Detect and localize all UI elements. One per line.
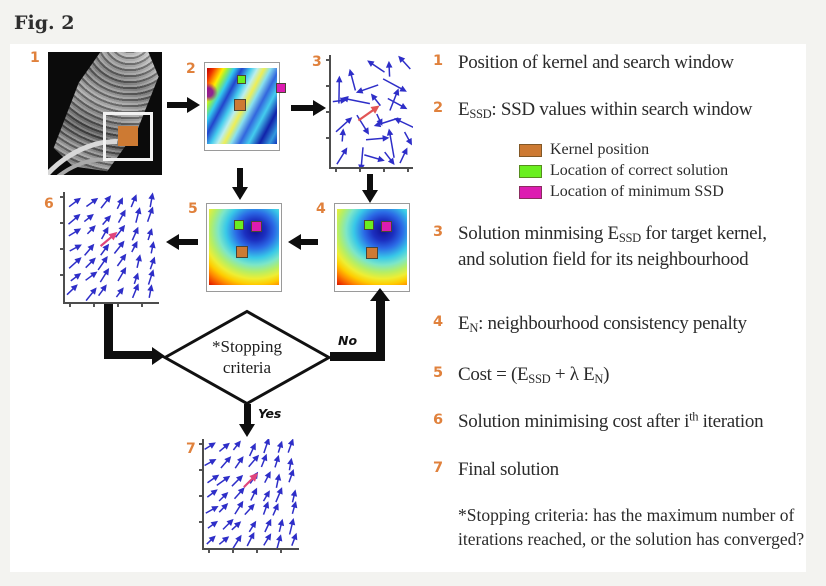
- list-number: 1: [433, 53, 444, 69]
- iteration-solution-panel: [60, 192, 159, 307]
- list-text: Final solution: [458, 459, 559, 480]
- penalty-heatmap-panel: [334, 203, 410, 292]
- list-number: 4: [433, 314, 444, 330]
- panel-4-number: 4: [316, 201, 326, 217]
- legend-item-correct: Location of correct solution: [519, 162, 728, 180]
- yes-branch-label: Yes: [258, 406, 282, 421]
- min-ssd-swatch: [519, 185, 542, 199]
- legend-item-kernel: Kernel position: [519, 141, 649, 159]
- correct-solution-marker: [364, 220, 374, 230]
- list-text: Position of kernel and search window: [458, 52, 734, 73]
- diamond-shape: [161, 309, 333, 406]
- list-text: Cost = (ESSD + λ EN): [458, 364, 610, 386]
- kernel-marker: [234, 99, 246, 111]
- list-number: 3: [433, 224, 444, 240]
- quiver-plot-smooth: [66, 192, 156, 302]
- list-text: Solution minimising cost after ith itera…: [458, 409, 764, 432]
- list-text: Solution minmising ESSD for target kerne…: [458, 223, 767, 270]
- panel-5-number: 5: [188, 201, 198, 217]
- kernel-marker: [118, 126, 138, 146]
- list-item-2: 2 ESSD: SSD values within search window: [433, 97, 753, 123]
- list-item-1: 1 Position of kernel and search window: [433, 50, 734, 76]
- list-text: ESSD: SSD values within search window: [458, 99, 753, 121]
- panel-6-number: 6: [44, 196, 54, 212]
- no-branch-label: No: [338, 333, 358, 348]
- list-text: EN: neighbourhood consistency penalty: [458, 313, 747, 335]
- stopping-criteria-text: *Stopping criteria: [212, 336, 282, 377]
- quiver-plot-chaotic: [332, 55, 413, 167]
- cost-heatmap-panel: [206, 203, 282, 292]
- list-number: 2: [433, 100, 444, 116]
- list-number: 7: [433, 460, 444, 476]
- min-ssd-marker: [276, 83, 286, 93]
- list-item-6: 6 Solution minimising cost after ith ite…: [433, 409, 764, 435]
- panel-3-number: 3: [312, 54, 322, 70]
- panel-7-number: 7: [186, 441, 196, 457]
- panel-1-number: 1: [30, 50, 40, 66]
- min-ssd-marker: [251, 221, 262, 232]
- ultrasound-panel: [48, 52, 162, 175]
- stopping-criteria-decision: *Stopping criteria: [161, 309, 333, 406]
- ssd-heatmap-panel: [204, 62, 286, 151]
- correct-solution-marker: [234, 220, 244, 230]
- list-item-4: 4 EN: neighbourhood consistency penalty: [433, 311, 747, 337]
- kernel-marker: [236, 246, 248, 258]
- search-window-box: [103, 112, 153, 161]
- correct-solution-marker: [237, 75, 246, 84]
- list-item-5: 5 Cost = (ESSD + λ EN): [433, 362, 609, 388]
- final-solution-panel: [199, 439, 299, 553]
- list-number: 6: [433, 412, 444, 428]
- list-item-7: 7 Final solution: [433, 457, 559, 483]
- min-ssd-marker: [381, 221, 392, 232]
- kernel-marker: [366, 247, 378, 259]
- list-item-3: 3 Solution minmising ESSD for target ker…: [433, 221, 790, 273]
- figure-label: Fig. 2: [14, 12, 75, 34]
- solution-field-panel: [326, 55, 413, 172]
- correct-solution-swatch: [519, 164, 542, 178]
- kernel-swatch: [519, 143, 542, 157]
- panel-2-number: 2: [186, 61, 196, 77]
- legend-item-minssd: Location of minimum SSD: [519, 183, 724, 201]
- quiver-plot-final: [204, 439, 298, 548]
- list-number: 5: [433, 365, 444, 381]
- stopping-criteria-note: *Stopping criteria: has the maximum numb…: [458, 505, 805, 549]
